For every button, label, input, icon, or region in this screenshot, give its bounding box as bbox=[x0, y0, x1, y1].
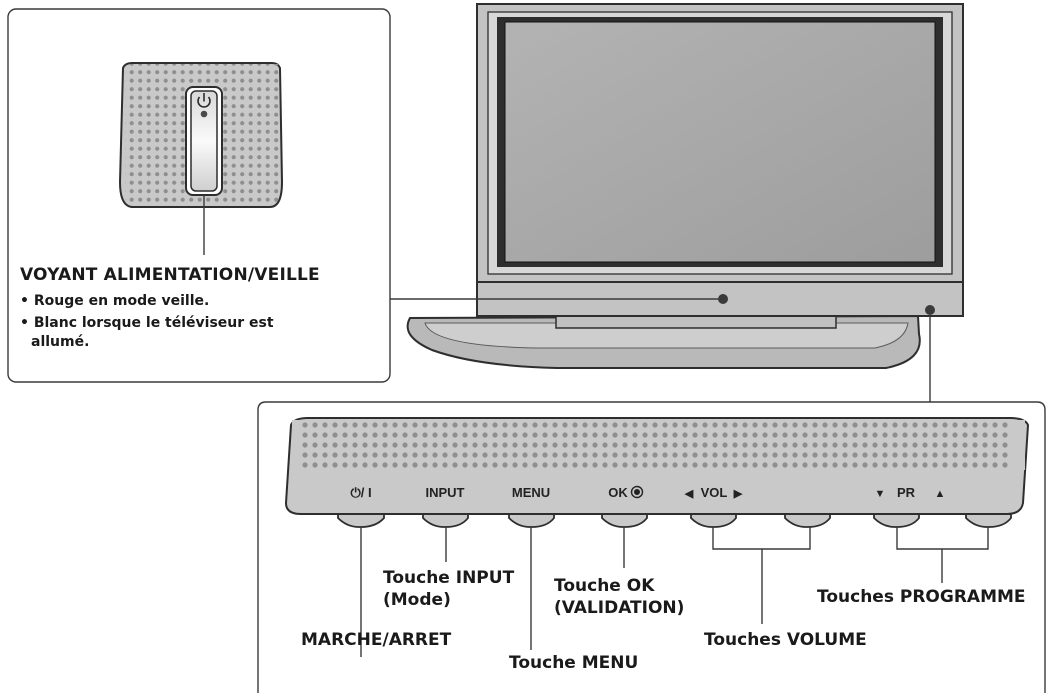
vol-right-arrow-icon: ▶ bbox=[733, 488, 743, 500]
tv-side-controls-marker bbox=[925, 305, 935, 315]
caption-programme: Touches PROGRAMME bbox=[817, 587, 1026, 607]
caption-volume: Touches VOLUME bbox=[704, 630, 867, 650]
led-bullet-standby: • Rouge en mode veille. bbox=[20, 293, 210, 309]
vol-label: VOL bbox=[701, 485, 728, 500]
pr-down-arrow-icon: ▼ bbox=[875, 488, 886, 500]
pr-label: PR bbox=[897, 485, 916, 500]
caption-input-line2: (Mode) bbox=[383, 590, 451, 610]
button-caps bbox=[337, 513, 1012, 528]
menu-button-label: MENU bbox=[512, 485, 550, 500]
led-callout-title: VOYANT ALIMENTATION/VEILLE bbox=[20, 265, 320, 285]
power-led-closeup bbox=[185, 86, 223, 196]
caption-power: MARCHE/ARRET bbox=[301, 630, 452, 650]
control-strip bbox=[284, 417, 1030, 515]
caption-menu: Touche MENU bbox=[509, 653, 639, 673]
vol-left-arrow-icon: ◀ bbox=[684, 488, 694, 500]
tv-stand bbox=[406, 314, 921, 369]
led-bullet-on-cont: allumé. bbox=[31, 334, 90, 350]
ok-target-icon bbox=[630, 485, 644, 499]
caption-input-line1: Touche INPUT bbox=[383, 568, 515, 588]
caption-ok-line2: (VALIDATION) bbox=[554, 598, 685, 618]
led-bullet-on: • Blanc lorsque le téléviseur est bbox=[20, 315, 274, 331]
power-symbol-icon bbox=[197, 93, 211, 108]
power-button-label: ⏻/ I bbox=[350, 485, 371, 500]
caption-leader-lines bbox=[360, 527, 989, 657]
tv-power-led bbox=[718, 294, 728, 304]
ok-button-label: OK bbox=[608, 485, 628, 500]
caption-ok-line1: Touche OK bbox=[554, 576, 655, 596]
tv-frame bbox=[476, 3, 964, 317]
input-button-label: INPUT bbox=[426, 485, 465, 500]
pr-up-arrow-icon: ▲ bbox=[935, 488, 946, 500]
control-labels: ⏻/ I INPUT MENU OK ◀ VOL ▶ ▼ PR ▲ bbox=[350, 485, 945, 500]
